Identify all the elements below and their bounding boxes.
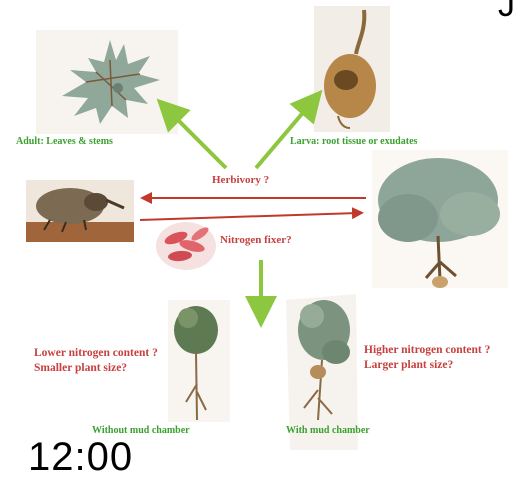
adult-label: Adult: Leaves & stems [16,136,113,147]
larva-root-photo [314,6,390,132]
adult-feeding-arrow [168,110,226,168]
shrub-photo [372,150,508,288]
larva-label: Larva: root tissue or exudates [290,136,417,147]
small-plant-photo [168,300,230,422]
herbivory-label: Herbivory ? [212,174,269,186]
with-mud-chamber-label: With mud chamber [286,425,370,436]
bacteria-photo [156,222,216,270]
lower-nitrogen-line: Lower nitrogen content ? [34,346,158,361]
larger-size-line: Larger plant size? [364,358,490,373]
nitrogen-fixer-label: Nitrogen fixer? [220,234,292,246]
corner-glyph: J [498,0,515,25]
lower-nitrogen-label: Lower nitrogen content ? Smaller plant s… [34,346,158,376]
larva-feeding-arrow [256,102,312,168]
smaller-size-line: Smaller plant size? [34,361,158,376]
higher-nitrogen-label: Higher nitrogen content ? Larger plant s… [364,343,490,373]
higher-nitrogen-line: Higher nitrogen content ? [364,343,490,358]
clock-overlay: 12:00 [28,437,133,477]
herbivory-arrow-right [140,213,358,220]
adult-leaves-photo [36,30,178,134]
weevil-photo [26,180,134,242]
diagram-stage: Adult: Leaves & stems Larva: root tissue… [0,0,517,468]
